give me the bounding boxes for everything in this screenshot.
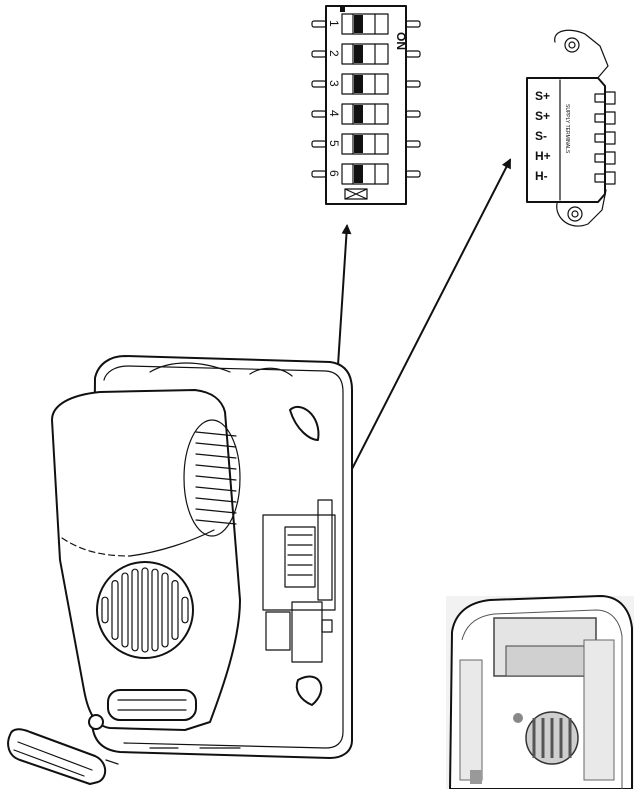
arrow-to-terminal-block	[329, 158, 511, 513]
name-plate-part	[7, 728, 119, 785]
door-station-drawing	[51, 355, 353, 759]
dip-switch-number: 6	[327, 170, 341, 177]
dip-switch-number: 3	[327, 80, 341, 87]
terminal-label: S+	[535, 109, 550, 123]
dip-switch-4: 4	[327, 103, 389, 125]
dip-switch-5: 5	[327, 133, 389, 155]
dip-switch-number: 1	[327, 20, 341, 27]
terminal-block-icon: SUPPLY TERMINALS S+ S+ S- H+ H-	[526, 29, 616, 227]
dip-switch-number: 5	[327, 140, 341, 147]
dip-switch-2: 2	[327, 43, 389, 65]
terminal-label: H+	[535, 149, 551, 163]
terminal-label: S+	[535, 89, 550, 103]
dip-switch-1: 1	[327, 13, 389, 35]
dip-switch-number: 4	[327, 110, 341, 117]
door-station-photo	[446, 595, 634, 790]
terminal-side-text: SUPPLY TERMINALS	[564, 104, 570, 154]
terminal-label: S-	[535, 129, 547, 143]
dip-on-label: ON	[394, 32, 408, 50]
dip-switch-3: 3	[327, 73, 389, 95]
dip-switch-number: 2	[327, 50, 341, 57]
dip-switch-6: 6	[327, 163, 389, 185]
terminal-label: H-	[535, 169, 548, 183]
dip-switch-icon: ON 1 2 3 4 5 6	[311, 5, 421, 205]
